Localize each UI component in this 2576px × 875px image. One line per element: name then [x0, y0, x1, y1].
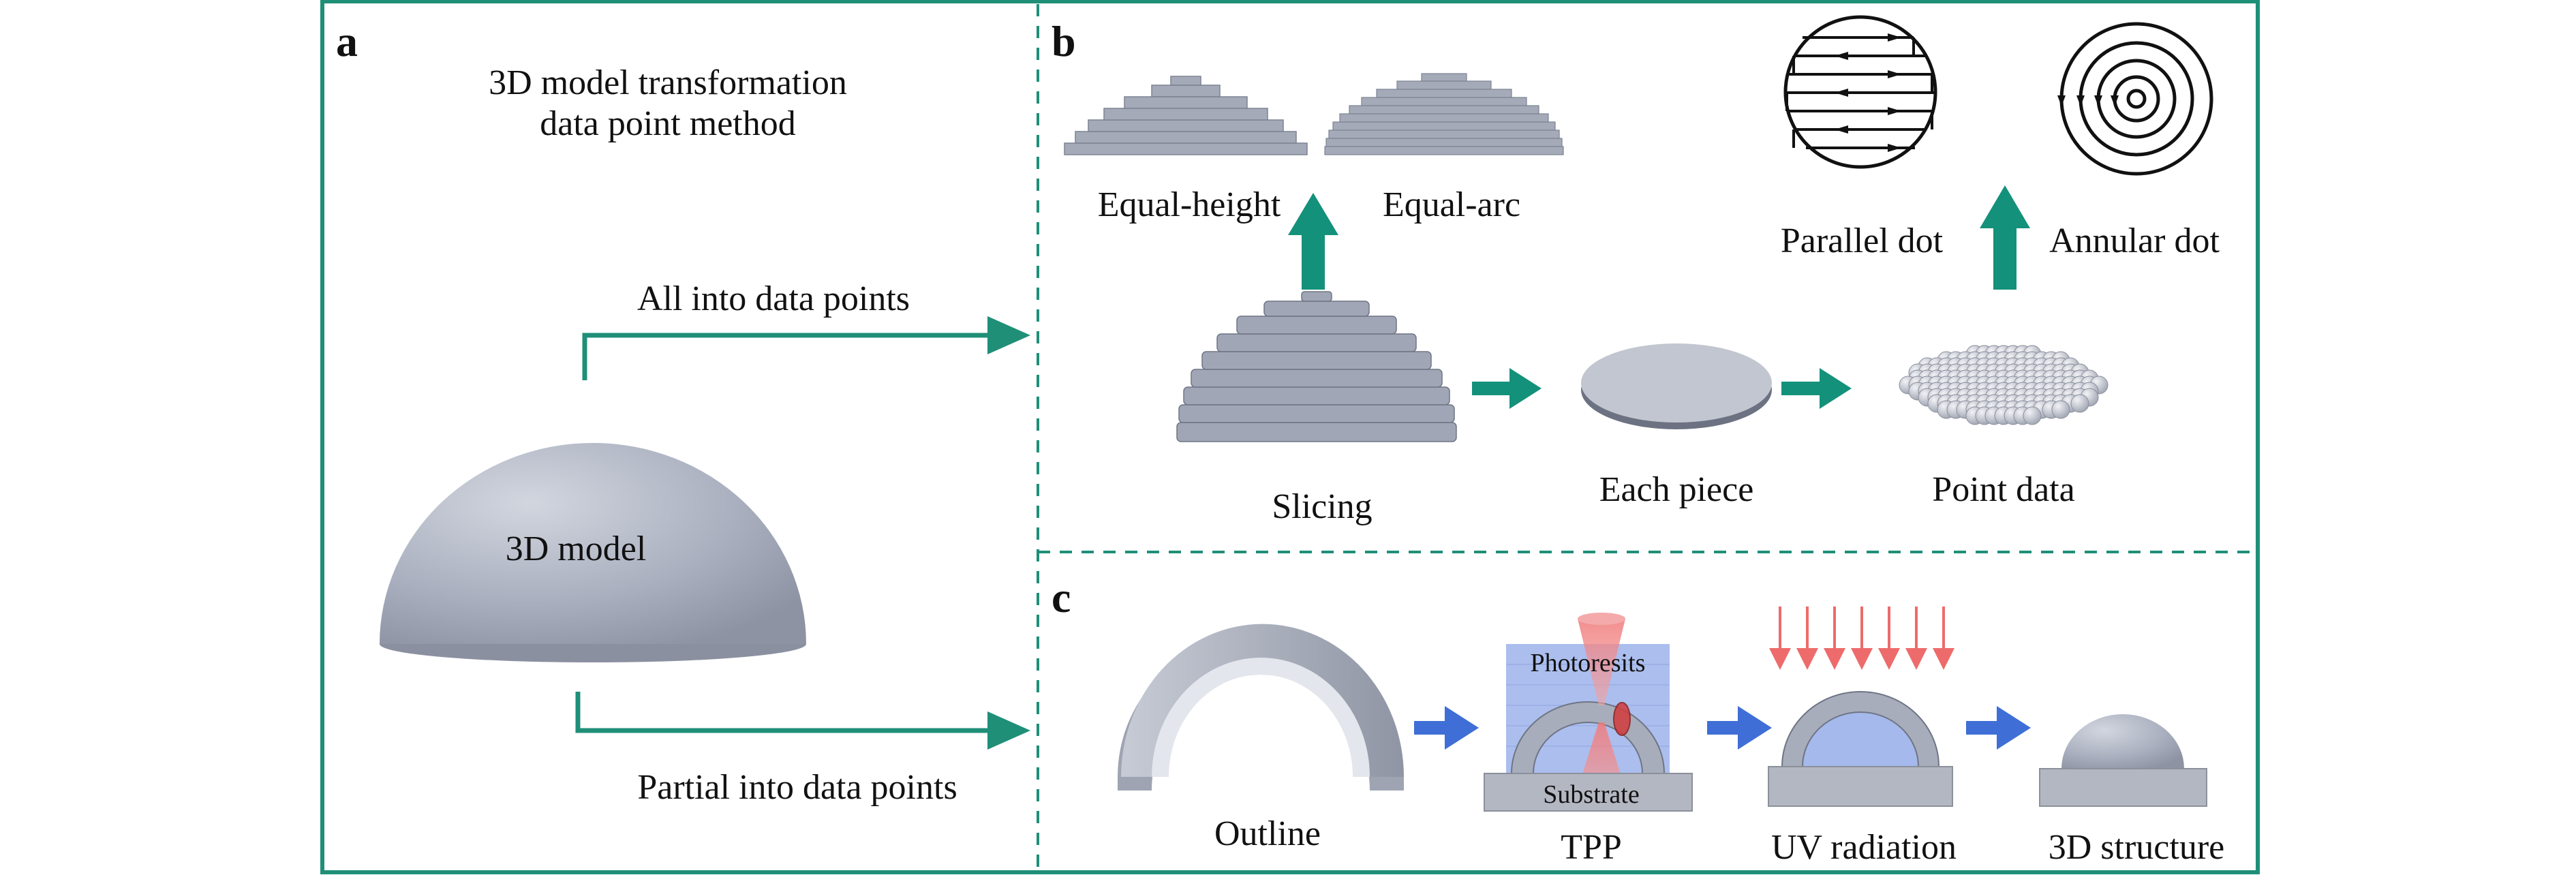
substrate-block-tpp: [1484, 773, 1693, 812]
outer-frame: [320, 0, 2260, 874]
step-each-piece: Each piece: [1599, 470, 1754, 509]
panel-letter-c: c: [1052, 573, 1071, 621]
substrate-block-uv: [1768, 766, 1953, 807]
equal-height-stack: [1064, 76, 1308, 155]
panel-a: a 3D model transformation data point met…: [336, 17, 1030, 807]
parallel-dot-pattern-icon: [1783, 15, 1937, 169]
tpp-scene: Photoresits Substrate: [1484, 613, 1693, 812]
uv-radiation-scene: [1768, 607, 1954, 807]
focal-voxel: [1613, 702, 1631, 736]
dot-pattern-parallel: Parallel dot: [1781, 221, 1944, 260]
route-partial-arrow: [575, 692, 1030, 750]
point-data-spheres: [1899, 345, 2109, 425]
arrow-outline-to-tpp: [1414, 706, 1479, 750]
route-all-arrow: [582, 316, 1030, 380]
step-outline: Outline: [1214, 814, 1321, 853]
panel-c: c Outline Photoresits Sub: [1052, 573, 2224, 867]
point-sphere: [2070, 394, 2089, 413]
model-label: 3D model: [506, 529, 647, 568]
uv-arrows: [1769, 607, 1954, 670]
route-all-label: All into data points: [637, 279, 910, 318]
substrate-label: Substrate: [1543, 780, 1639, 809]
equal-arc-stack: [1324, 73, 1564, 155]
panel-letter-b: b: [1052, 17, 1076, 65]
outline-hollow-shell: [1118, 624, 1404, 790]
up-arrow-slicing: [1288, 193, 1338, 290]
slicing-method-equal-arc: Equal-arc: [1383, 185, 1520, 224]
step-point-data: Point data: [1932, 470, 2074, 509]
route-partial-label: Partial into data points: [637, 768, 957, 807]
step-slicing: Slicing: [1272, 487, 1372, 526]
up-arrow-dots: [1980, 185, 2030, 290]
panel-a-title-line1: 3D model transformation: [489, 63, 847, 102]
photoresist-label: Photoresits: [1531, 649, 1646, 677]
final-3d-structure: [2039, 714, 2207, 807]
point-sphere: [2023, 406, 2042, 425]
panel-b: b Equal-height Equal-arc: [1052, 15, 2220, 526]
step-3d-structure: 3D structure: [2049, 828, 2224, 867]
single-slice-disc: [1581, 343, 1772, 429]
sliced-dome: [1176, 291, 1457, 442]
panel-letter-a: a: [336, 17, 358, 65]
dome-model: [380, 443, 806, 662]
step-uv-radiation: UV radiation: [1771, 828, 1957, 867]
point-sphere: [2051, 400, 2070, 419]
panel-a-title-line2: data point method: [540, 104, 795, 143]
slicing-method-equal-height: Equal-height: [1098, 185, 1281, 224]
annular-dot-pattern-icon: [2057, 22, 2213, 176]
arrow-piece-to-points: [1781, 368, 1852, 409]
arrow-uv-to-structure: [1966, 706, 2031, 750]
arrow-tpp-to-uv: [1707, 706, 1772, 750]
step-tpp: TPP: [1561, 828, 1622, 867]
arrow-slicing-to-piece: [1472, 368, 1542, 409]
laser-beam-top: [1578, 619, 1625, 705]
dot-pattern-annular: Annular dot: [2049, 221, 2220, 260]
